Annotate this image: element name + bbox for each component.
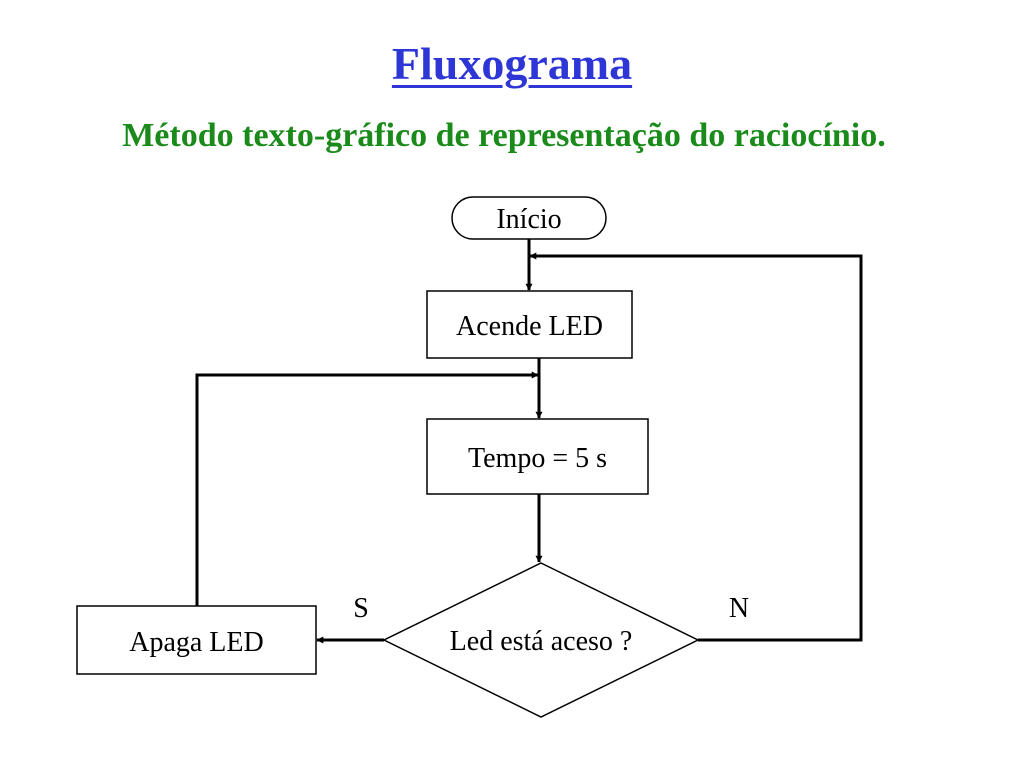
decision-label: Led está aceso ?	[450, 626, 633, 657]
decision-led-on: Led está aceso ?	[382, 562, 700, 718]
branch-yes-label: S	[353, 593, 369, 624]
slide-title: Fluxograma	[391, 38, 633, 89]
start-terminal: Início	[451, 196, 607, 240]
process-led-off: Apaga LED	[76, 605, 317, 675]
arrow-decision-no-loop	[529, 252, 863, 642]
arrow-led-off-loop	[195, 371, 539, 606]
process-led-on: Acende LED	[426, 290, 633, 359]
slide-subtitle: Método texto-gráfico de representação do…	[122, 117, 886, 154]
process-wait: Tempo = 5 s	[426, 418, 649, 495]
process-led-off-label: Apaga LED	[129, 627, 264, 658]
start-label: Início	[496, 204, 561, 235]
process-wait-label: Tempo = 5 s	[468, 443, 607, 474]
branch-no-label: N	[729, 593, 749, 624]
process-led-on-label: Acende LED	[456, 311, 603, 342]
